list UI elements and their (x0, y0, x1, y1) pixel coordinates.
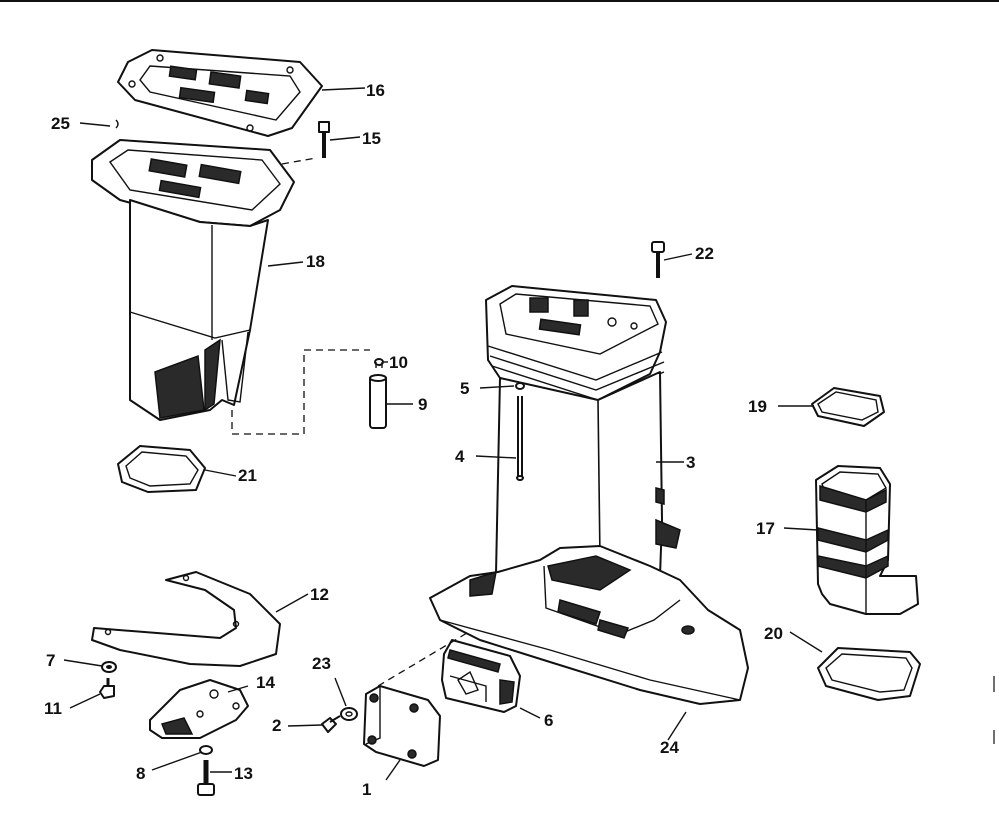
part-16-gasket (117, 49, 323, 137)
callout-14: 14 (256, 673, 275, 692)
callout-12: 12 (310, 585, 329, 604)
part-19-seal (811, 387, 885, 427)
callout-3: 3 (686, 453, 695, 472)
part-3-housing (429, 285, 749, 705)
part-2-screw (321, 715, 341, 733)
part-9-sleeve (369, 374, 387, 429)
part-18-adapter (91, 139, 295, 421)
callout-6: 6 (544, 711, 553, 730)
part-22-bolt (651, 241, 665, 278)
callout-8: 8 (136, 764, 145, 783)
part-5-washer (515, 382, 525, 390)
callout-17: 17 (756, 519, 775, 538)
part-21-seal (117, 445, 206, 493)
part-15-bolt (318, 121, 330, 158)
part-25-clip (115, 119, 119, 129)
part-7-washer (101, 661, 117, 673)
callout-23: 23 (312, 654, 331, 673)
callout-10: 10 (389, 353, 408, 372)
callout-15: 15 (362, 129, 381, 148)
callout-19: 19 (748, 397, 767, 416)
callout-11: 11 (44, 699, 62, 718)
part-20-seal (817, 647, 921, 701)
callout-21: 21 (238, 466, 257, 485)
leader-lines (63, 87, 823, 781)
callout-5: 5 (460, 379, 469, 398)
alignment-dashed-line (377, 589, 536, 687)
alignment-dashed-line (231, 349, 370, 435)
callout-labels: 16 25 15 18 10 9 21 22 5 4 3 19 17 20 12… (44, 81, 783, 799)
part-12-plate (91, 571, 281, 667)
callout-16: 16 (366, 81, 385, 100)
part-10-pin (374, 358, 384, 368)
part-13-bolt (197, 760, 215, 796)
callout-2: 2 (272, 716, 281, 735)
part-23-washer (340, 707, 358, 721)
callout-18: 18 (306, 252, 325, 271)
callout-20: 20 (764, 624, 783, 643)
callout-9: 9 (418, 395, 427, 414)
callout-7: 7 (46, 651, 55, 670)
part-6-mount (441, 639, 521, 713)
callout-22: 22 (695, 244, 714, 263)
callout-13: 13 (234, 764, 253, 783)
callout-1: 1 (362, 780, 371, 799)
part-8-washer (199, 745, 213, 755)
callout-25: 25 (51, 114, 70, 133)
callout-24: 24 (660, 738, 679, 757)
alignment-dashed-line (281, 157, 317, 165)
part-17-exhaust (815, 465, 919, 615)
callout-4: 4 (455, 447, 465, 466)
part-1-cover (363, 685, 441, 767)
part-14-bracket (149, 679, 249, 739)
part-4-stud (516, 396, 524, 481)
part-11-bolt (99, 678, 115, 699)
